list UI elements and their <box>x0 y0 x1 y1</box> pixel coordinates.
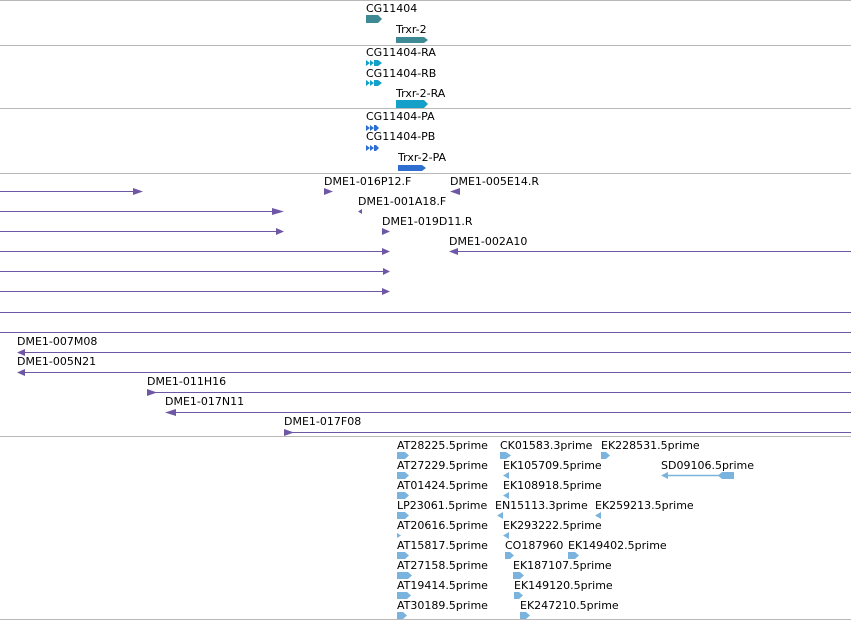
est-label[interactable]: EK149402.5prime <box>568 539 667 552</box>
protein-label[interactable]: CG11404-PB <box>366 130 436 143</box>
est-label[interactable]: EN15113.3prime <box>495 499 588 512</box>
est-label[interactable]: EK293222.5prime <box>503 519 602 532</box>
est-label[interactable]: AT27229.5prime <box>397 459 488 472</box>
transcript-feature-glyph[interactable] <box>396 100 432 108</box>
clone-alignment[interactable] <box>0 368 851 377</box>
est-alignment[interactable] <box>0 551 851 560</box>
gene-label[interactable]: CG11404 <box>366 2 418 15</box>
est-label[interactable]: AT30189.5prime <box>397 599 488 612</box>
est-label[interactable]: EK228531.5prime <box>601 439 700 452</box>
transcript-label[interactable]: CG11404-RA <box>366 46 436 59</box>
est-alignment[interactable] <box>0 591 851 600</box>
transcript-label[interactable]: CG11404-RB <box>366 67 437 80</box>
est-alignment[interactable] <box>0 611 851 620</box>
clone-alignment[interactable] <box>0 207 851 216</box>
est-label[interactable]: AT20616.5prime <box>397 519 488 532</box>
est-label[interactable]: EK247210.5prime <box>520 599 619 612</box>
clone-alignment[interactable] <box>0 227 851 236</box>
clone-alignment[interactable] <box>0 287 851 296</box>
est-label[interactable]: AT01424.5prime <box>397 479 488 492</box>
clone-end-label[interactable]: DME1-016P12.F <box>324 175 412 188</box>
clone-alignment[interactable] <box>0 267 851 276</box>
transcript-label[interactable]: Trxr-2-RA <box>396 87 446 100</box>
est-label[interactable]: SD09106.5prime <box>661 459 754 472</box>
clone-end-label[interactable]: DME1-001A18.F <box>358 195 447 208</box>
est-label[interactable]: EK149120.5prime <box>514 579 613 592</box>
clone-label[interactable]: DME1-005N21 <box>17 355 97 368</box>
clone-alignment[interactable] <box>0 247 851 256</box>
track-divider-transcripts <box>0 108 851 109</box>
est-alignment[interactable] <box>0 451 851 460</box>
protein-feature-glyph[interactable] <box>366 144 386 152</box>
transcript-feature-glyph[interactable] <box>366 79 386 87</box>
est-label[interactable]: AT15817.5prime <box>397 539 488 552</box>
gene-feature-glyph[interactable] <box>366 15 384 23</box>
clone-alignment[interactable] <box>0 348 851 357</box>
clone-label[interactable]: DME1-007M08 <box>17 335 98 348</box>
track-divider-proteins <box>0 173 851 174</box>
clone-label[interactable]: DME1-011H16 <box>147 375 227 388</box>
est-alignment[interactable] <box>0 471 851 480</box>
track-divider-clones <box>0 436 851 437</box>
protein-label[interactable]: Trxr-2-PA <box>398 151 447 164</box>
clone-label[interactable]: DME1-017N11 <box>165 395 245 408</box>
clone-alignment[interactable] <box>0 328 851 337</box>
est-label[interactable]: EK108918.5prime <box>503 479 602 492</box>
est-alignment[interactable] <box>0 511 851 520</box>
est-alignment[interactable] <box>0 571 851 580</box>
track-divider-ests <box>0 619 851 620</box>
est-label[interactable]: EK187107.5prime <box>513 559 612 572</box>
clone-alignment[interactable] <box>0 428 851 437</box>
est-label[interactable]: EK105709.5prime <box>503 459 602 472</box>
est-alignment[interactable] <box>0 491 851 500</box>
clone-alignment[interactable] <box>0 408 851 417</box>
est-label[interactable]: EK259213.5prime <box>595 499 694 512</box>
clone-label[interactable]: DME1-017F08 <box>284 415 362 428</box>
clone-end-label[interactable]: DME1-019D11.R <box>382 215 473 228</box>
clone-alignment[interactable] <box>0 388 851 397</box>
track-divider-top <box>0 0 851 1</box>
protein-feature-glyph[interactable] <box>398 164 430 172</box>
track-divider-genes <box>0 45 851 46</box>
gene-feature-glyph[interactable] <box>396 36 430 44</box>
est-label[interactable]: CK01583.3prime <box>500 439 593 452</box>
protein-feature-glyph[interactable] <box>366 124 386 132</box>
gene-label[interactable]: Trxr-2 <box>396 23 427 36</box>
clone-end-label[interactable]: DME1-002A10 <box>449 235 528 248</box>
clone-end-label[interactable]: DME1-005E14.R <box>450 175 539 188</box>
est-alignment[interactable] <box>0 531 851 540</box>
protein-label[interactable]: CG11404-PA <box>366 110 435 123</box>
est-label[interactable]: AT28225.5prime <box>397 439 488 452</box>
est-label[interactable]: AT19414.5prime <box>397 579 488 592</box>
est-label[interactable]: AT27158.5prime <box>397 559 488 572</box>
est-label[interactable]: LP23061.5prime <box>397 499 488 512</box>
clone-alignment[interactable] <box>0 187 851 196</box>
clone-alignment[interactable] <box>0 308 851 317</box>
est-label[interactable]: CO187960 <box>505 539 564 552</box>
transcript-feature-glyph[interactable] <box>366 59 386 67</box>
